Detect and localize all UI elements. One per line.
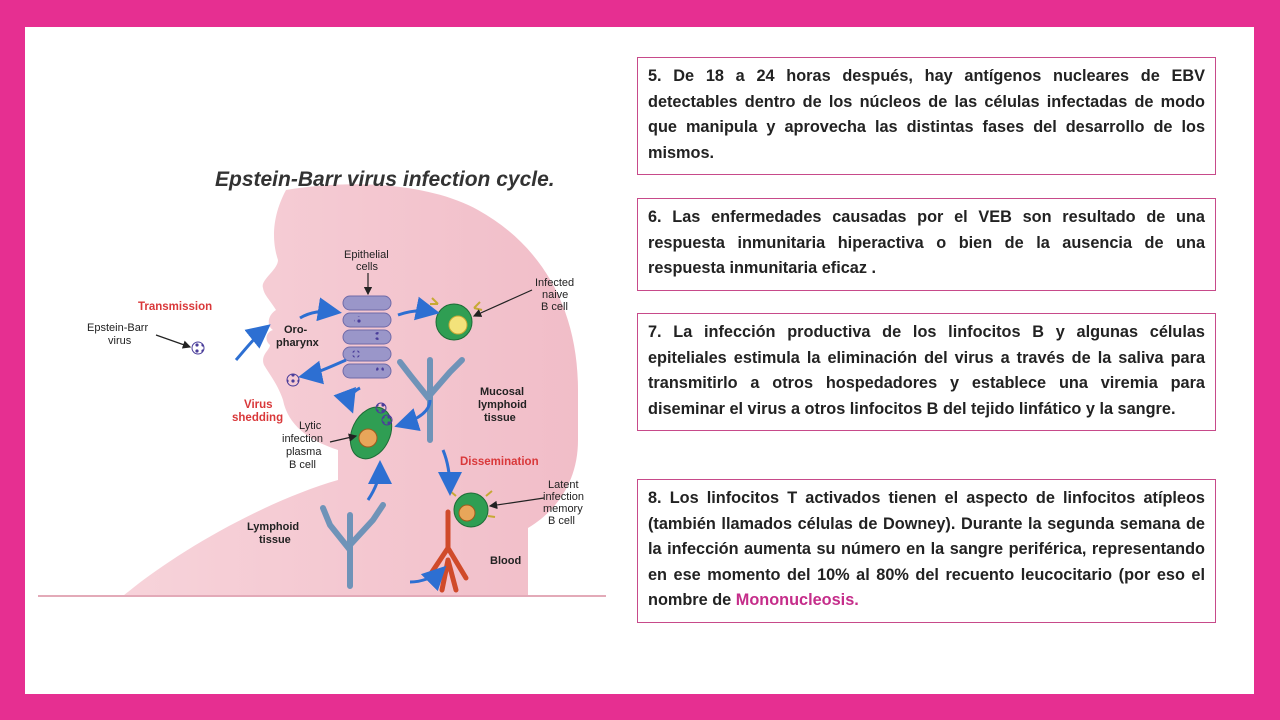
oropharynx-label: pharynx <box>276 337 320 349</box>
diagram-title: Epstein-Barr virus infection cycle. <box>215 168 555 191</box>
paragraph-6-box: 6. Las enfermedades causadas por el VEB … <box>637 198 1216 291</box>
paragraph-8-box: 8. Los linfocitos T activados tienen el … <box>637 479 1216 623</box>
cycle-arrows <box>234 296 462 592</box>
infected-naive-label: Infected <box>535 277 574 289</box>
mucosal-lymphoid-label: tissue <box>484 412 516 424</box>
infected-naive-label: naive <box>542 289 568 301</box>
lytic-plasma-label: Lytic <box>299 420 322 432</box>
latent-memory-label: B cell <box>548 515 575 527</box>
lymphoid-tissue-icon <box>320 502 386 589</box>
transmission-label: Transmission <box>138 301 212 313</box>
infected-naive-label: B cell <box>541 301 568 313</box>
virus-particle-icon <box>191 341 205 355</box>
blood-vessels-icon <box>427 509 469 593</box>
latent-memory-label: memory <box>543 503 583 515</box>
paragraph-7-box: 7. La infección productiva de los linfoc… <box>637 313 1216 431</box>
epithelial-cells-label: Epithelial <box>344 249 389 261</box>
virus-label: virus <box>108 335 132 347</box>
latent-memory-label: infection <box>543 491 584 503</box>
pointer-arrows <box>155 273 545 510</box>
lytic-plasma-label: plasma <box>286 446 322 458</box>
virus-particle-icon <box>286 373 300 387</box>
dissemination-label: Dissemination <box>460 456 539 468</box>
epithelial-cells-label: cells <box>356 261 379 273</box>
paragraph-7-text: 7. La infección productiva de los linfoc… <box>648 323 1205 418</box>
mucosal-lymphoid-label: lymphoid <box>478 399 527 411</box>
epithelial-cells-icon <box>342 295 392 379</box>
ebv-infection-cycle-diagram: Epstein-Barr virus infection cycle. <box>38 150 606 600</box>
lytic-plasma-label: B cell <box>289 459 316 471</box>
latent-memory-label: Latent <box>548 479 579 491</box>
lymphoid-tissue-label: Lymphoid <box>247 521 299 533</box>
lytic-plasma-label: infection <box>282 433 323 445</box>
paragraph-6-text: 6. Las enfermedades causadas por el VEB … <box>648 208 1205 277</box>
virus-label: Epstein-Barr <box>87 322 148 334</box>
paragraph-8-text: 8. Los linfocitos T activados tienen el … <box>648 489 1205 609</box>
blood-label: Blood <box>490 555 521 567</box>
virus-shedding-label: shedding <box>232 412 283 424</box>
paragraph-5-box: 5. De 18 a 24 horas después, hay antígen… <box>637 57 1216 175</box>
paragraph-5-text: 5. De 18 a 24 horas después, hay antígen… <box>648 67 1205 162</box>
lymphoid-tissue-label: tissue <box>259 534 291 546</box>
mucosal-lymphoid-tissue-icon <box>397 357 465 443</box>
oropharynx-label: Oro- <box>284 324 308 336</box>
virus-shedding-label: Virus <box>244 399 273 411</box>
lytic-plasma-b-cell-icon <box>349 402 393 460</box>
mononucleosis-highlight: Mononucleosis. <box>735 591 859 609</box>
mucosal-lymphoid-label: Mucosal <box>480 386 524 398</box>
